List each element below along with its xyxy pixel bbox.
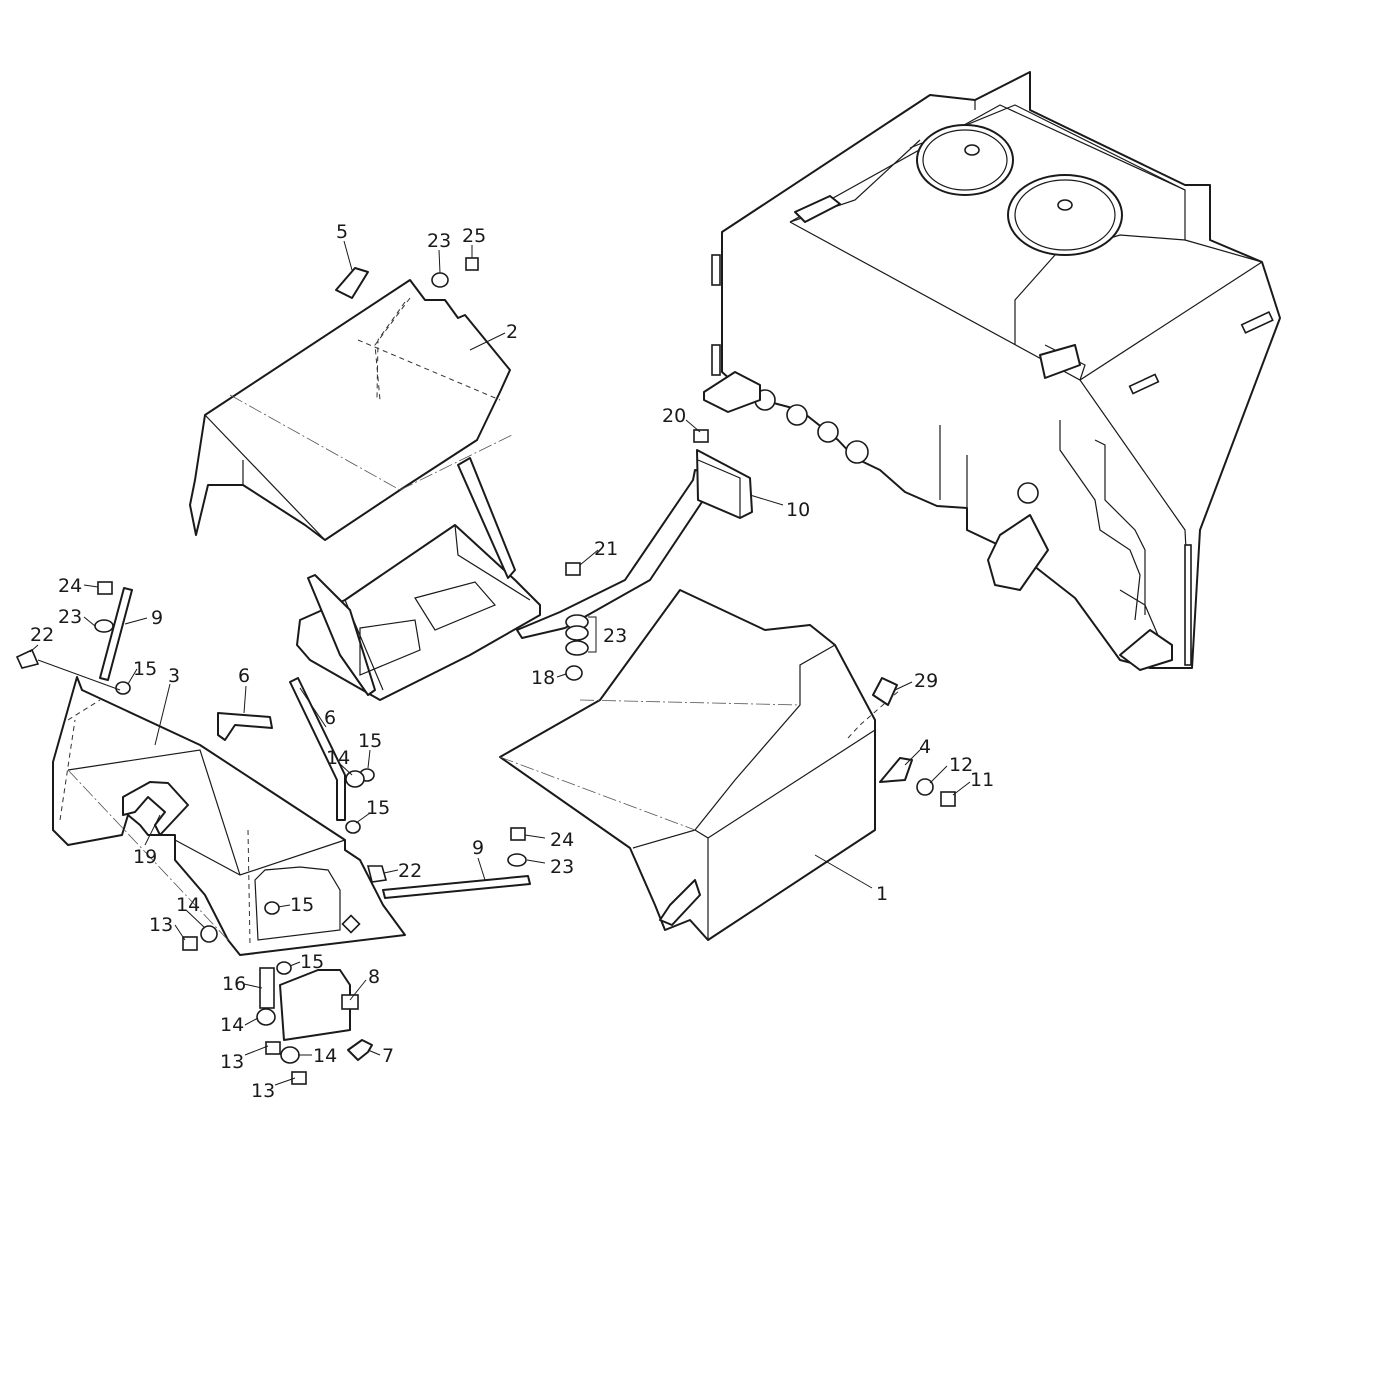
callout-9: 9 [472, 837, 484, 859]
callout-23: 23 [550, 856, 574, 878]
callout-6: 6 [238, 665, 250, 687]
callout-23: 23 [427, 230, 451, 252]
callout-14: 14 [313, 1045, 337, 1067]
callout-9: 9 [151, 607, 163, 629]
plate-part-29 [872, 677, 898, 706]
callout-22: 22 [30, 624, 54, 646]
callout-15: 15 [358, 730, 382, 752]
callout-3: 3 [168, 665, 180, 687]
top-cover-part-2 [189, 279, 513, 541]
callout-6: 6 [324, 707, 336, 729]
callout-18: 18 [531, 667, 555, 689]
hopper-frame [703, 71, 1281, 671]
callout-11: 11 [970, 769, 994, 791]
support-arm-part-10 [516, 449, 753, 639]
callout-15: 15 [290, 894, 314, 916]
callout-labels: 5 23 25 2 20 10 21 23 18 24 23 9 22 15 3… [30, 221, 994, 1102]
callout-10: 10 [786, 499, 810, 521]
callout-14: 14 [220, 1014, 244, 1036]
callout-12: 12 [949, 754, 973, 776]
callout-24: 24 [58, 575, 82, 597]
callout-13: 13 [220, 1051, 244, 1073]
bar-part-9-left [99, 587, 133, 681]
callout-16: 16 [222, 973, 246, 995]
callout-7: 7 [382, 1045, 394, 1067]
callout-13: 13 [251, 1080, 275, 1102]
bar-part-9-mid [382, 875, 531, 899]
callout-21: 21 [594, 538, 618, 560]
callout-19: 19 [133, 846, 157, 868]
bracket-part-6-a [217, 712, 273, 741]
callout-14: 14 [326, 747, 350, 769]
callout-2: 2 [506, 321, 518, 343]
knob-part-7 [347, 1039, 373, 1061]
callout-4: 4 [919, 736, 931, 758]
callout-29: 29 [914, 670, 938, 692]
mounting-bracket [296, 457, 541, 701]
bracket-part-6-b [289, 677, 346, 821]
callout-15: 15 [300, 951, 324, 973]
leader-lines [29, 240, 971, 1086]
callout-23: 23 [603, 625, 627, 647]
callout-23: 23 [58, 606, 82, 628]
callout-8: 8 [368, 966, 380, 988]
hinge-part-5 [335, 267, 369, 299]
callout-25: 25 [462, 225, 486, 247]
callout-14: 14 [176, 894, 200, 916]
callout-1: 1 [876, 883, 888, 905]
callout-20: 20 [662, 405, 686, 427]
hinge-part-4 [879, 757, 913, 783]
hardware [15, 257, 956, 1085]
callout-13: 13 [149, 914, 173, 936]
callout-15: 15 [133, 658, 157, 680]
callout-24: 24 [550, 829, 574, 851]
callout-5: 5 [336, 221, 348, 243]
access-door-part-8 [259, 967, 359, 1041]
callout-22: 22 [398, 860, 422, 882]
callout-15: 15 [366, 797, 390, 819]
front-cover-part-1 [499, 589, 901, 941]
